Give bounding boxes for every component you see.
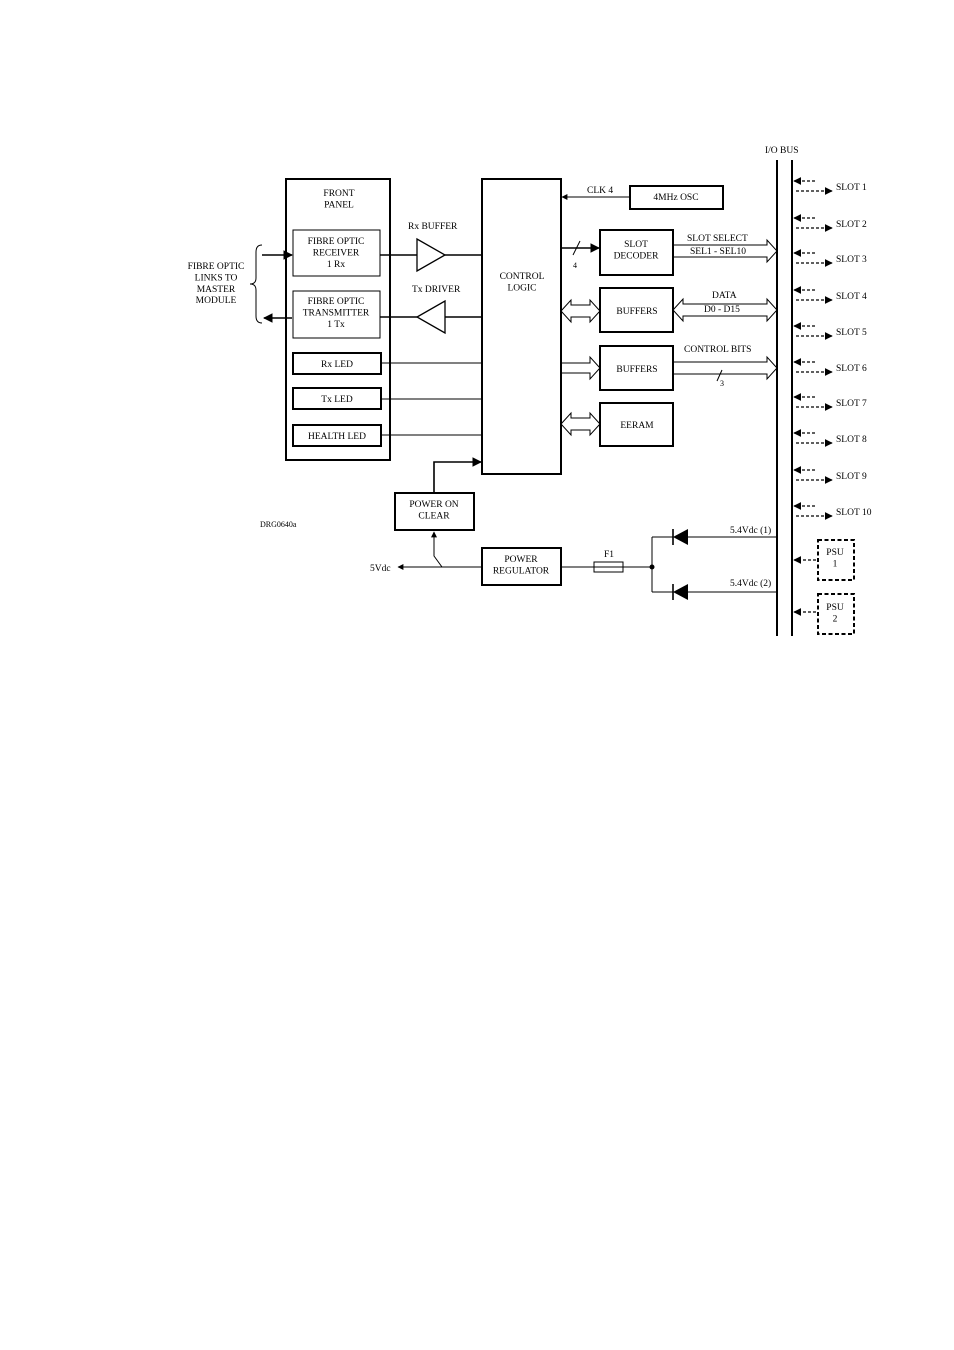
data-label: DATA	[712, 291, 737, 301]
control-bits-label: CONTROL BITS	[684, 345, 751, 355]
fibre-links-brace	[249, 244, 263, 324]
tx-driver-label: Tx DRIVER	[412, 285, 461, 295]
eeram-box	[599, 402, 674, 447]
fo-transmitter-box	[292, 290, 381, 339]
buffers-data-box	[599, 287, 674, 333]
slot-connector: SLOT 10	[793, 502, 872, 520]
rx-buffer-label: Rx BUFFER	[408, 222, 458, 232]
tx-driver-triangle	[415, 299, 446, 335]
diode-2	[673, 584, 688, 600]
slot-label: SLOT 4	[836, 292, 867, 302]
poc-to-control-arrow	[433, 457, 482, 493]
slot-connector: SLOT 2	[793, 214, 867, 232]
slot-label: SLOT 1	[836, 183, 867, 193]
tx-led-label: Tx LED	[321, 395, 353, 405]
slot-decoder-box	[599, 229, 674, 276]
slot-connector: SLOT 7	[793, 393, 867, 411]
rx-buffer-triangle	[416, 237, 447, 273]
diode-1	[673, 529, 688, 545]
supply-2-label: 5.4Vdc (2)	[730, 578, 771, 589]
5vdc-label: 5Vdc	[370, 564, 391, 574]
control-bits-bus-arrow	[673, 355, 778, 381]
control-logic-box	[481, 178, 562, 475]
slot-connector: SLOT 6	[793, 358, 867, 376]
data-range-label: D0 - D15	[704, 305, 740, 315]
slot-select-bus-arrow	[673, 238, 778, 264]
io-bus-label: I/O BUS	[765, 146, 799, 156]
sel-range-label: SEL1 - SEL10	[690, 247, 746, 257]
slot-connector: SLOT 9	[793, 466, 867, 484]
clk-label: CLK 4	[587, 186, 613, 196]
slot-label: SLOT 3	[836, 255, 867, 265]
health-led-label: HEALTH LED	[308, 432, 366, 442]
psu-1-box	[817, 539, 855, 581]
supply-1-label: 5.4Vdc (1)	[730, 525, 771, 536]
slot-connector: SLOT 3	[793, 249, 867, 267]
slot-label: SLOT 2	[836, 220, 867, 230]
slot-connector: SLOT 4	[793, 286, 867, 304]
slot-label: SLOT 9	[836, 472, 867, 482]
fuse-label: F1	[604, 550, 614, 560]
rx-led-label: Rx LED	[321, 360, 353, 370]
slot-connectors: SLOT 1 SLOT 2 SLOT 3 SLOT 4 SLOT 5 SLOT 6 SLOT…	[793, 177, 872, 520]
slot-label: SLOT 6	[836, 364, 867, 374]
slot-connector: SLOT 8	[793, 429, 867, 447]
slot-connector: SLOT 5	[793, 322, 867, 340]
buffers-control-left-arrow	[561, 355, 601, 381]
fo-receiver-box	[292, 229, 381, 277]
drawing-ref: DRG0640a	[260, 520, 297, 529]
slot-select-label: SLOT SELECT	[687, 234, 748, 244]
slot-label: SLOT 7	[836, 399, 867, 409]
buffers-data-label: BUFFERS	[616, 307, 657, 317]
control-bus-slash	[716, 369, 723, 382]
buffers-data-left-arrow	[560, 298, 601, 324]
eeram-label: EERAM	[620, 421, 654, 431]
poc-feed-arrow	[431, 531, 443, 568]
power-on-clear-box	[394, 492, 475, 531]
data-bus-arrow	[672, 297, 778, 323]
slot-connector: SLOT 1	[793, 177, 867, 195]
osc-label: 4MHz OSC	[653, 193, 698, 203]
decoder-bus-slash	[572, 240, 581, 256]
buffers-control-label: BUFFERS	[616, 365, 657, 375]
slot-label: SLOT 10	[836, 508, 872, 518]
control-bus-width: 3	[720, 379, 724, 388]
psu-2-box	[817, 593, 855, 635]
slot-label: SLOT 5	[836, 328, 867, 338]
decoder-bus-width: 4	[573, 261, 577, 270]
eeram-arrow	[560, 411, 601, 437]
slot-label: SLOT 8	[836, 435, 867, 445]
